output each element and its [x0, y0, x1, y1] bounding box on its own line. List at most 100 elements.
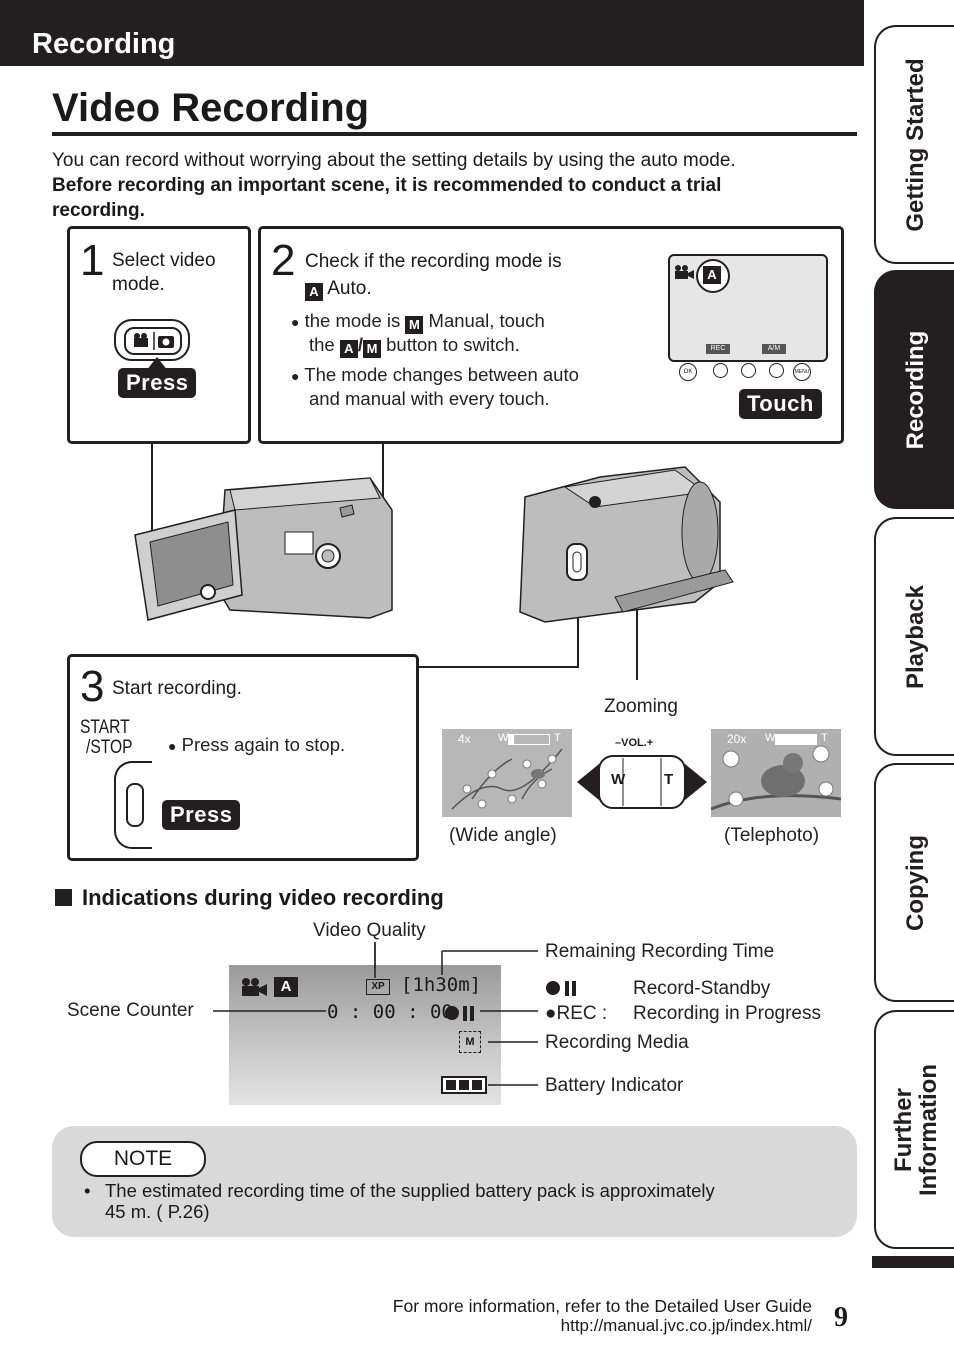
tab-playback[interactable]: Playback — [874, 517, 954, 756]
step-number: 1 — [80, 236, 105, 285]
vol-label: –VOL.+ — [615, 737, 654, 749]
manual-mode-icon: M — [405, 316, 424, 334]
intro-bold-line: recording. — [52, 200, 145, 221]
start-label: START — [80, 717, 130, 738]
bullet-line: ● The mode changes between auto — [291, 364, 579, 385]
start-stop-switch — [126, 783, 144, 827]
tab-getting-started[interactable]: Getting Started — [874, 25, 954, 264]
lcd-screen: A REC A/M — [668, 254, 828, 362]
manual-mode-icon: M — [363, 340, 381, 358]
press-label: Press — [162, 800, 241, 830]
zoom-w: W — [498, 732, 509, 744]
record-standby-label: Record-Standby — [633, 978, 771, 999]
page-number: 9 — [834, 1302, 848, 1333]
bullet-line: ● Press again to stop. — [168, 734, 346, 755]
step-text: Check if the recording mode is — [305, 251, 562, 272]
pointer-arrow-icon — [146, 357, 168, 371]
step-text: Select video — [112, 250, 216, 271]
zoom-w: W — [765, 732, 776, 744]
step-3-box: 3 Start recording. START /STOP ● Press a… — [67, 654, 419, 861]
note-text: The estimated recording time of the supp… — [105, 1180, 715, 1201]
recording-media-label: Recording Media — [545, 1032, 689, 1053]
note-box: NOTE • The estimated recording time of t… — [52, 1126, 857, 1237]
zoom-magnification: 4x — [458, 732, 471, 746]
zoom-bar — [508, 734, 550, 745]
recording-media-icon: M — [459, 1031, 481, 1053]
step-number: 2 — [271, 236, 296, 285]
video-camera-icon — [242, 978, 267, 996]
step-text: Start recording. — [112, 678, 242, 699]
bullet-text: The mode changes between auto — [304, 364, 579, 385]
battery-icon — [441, 1076, 487, 1094]
note-label: NOTE — [80, 1141, 206, 1177]
remaining-time-value: [1h30m] — [401, 974, 482, 996]
touch-button[interactable] — [741, 363, 756, 378]
step-2-box: 2 Check if the recording mode is A Auto.… — [258, 226, 844, 444]
tab-label: Recording — [902, 330, 929, 449]
bullet-line: the A/M button to switch. — [309, 334, 520, 358]
auto-word: Auto. — [327, 278, 372, 299]
start-stop-button[interactable] — [114, 761, 152, 849]
bullet-text: Manual, touch — [428, 310, 545, 331]
wide-angle-label: (Wide angle) — [449, 825, 557, 846]
stop-label: /STOP — [86, 737, 133, 758]
ok-button[interactable]: OK — [679, 363, 697, 381]
touch-label: Touch — [739, 389, 822, 419]
title-rule — [52, 132, 857, 136]
zoom-t-button[interactable]: T — [664, 771, 674, 788]
camcorder-right-illustration — [519, 466, 734, 623]
bullet-line: ● the mode is M Manual, touch — [291, 310, 545, 334]
menu-button[interactable]: MENU — [793, 363, 811, 381]
page-title: Video Recording — [52, 86, 370, 130]
bullet-text: Press again to stop. — [181, 734, 346, 755]
zoom-lever-icon — [577, 755, 707, 809]
am-touch-highlight[interactable]: A — [696, 259, 730, 293]
tab-label: Getting Started — [902, 57, 929, 232]
tab-label: Playback — [902, 584, 929, 689]
tab-recording[interactable]: Recording — [874, 270, 954, 509]
zoom-t: T — [821, 732, 828, 744]
rec-label: ●REC : — [545, 1003, 608, 1024]
auto-mode-icon: A — [305, 283, 323, 301]
touch-button[interactable] — [713, 363, 728, 378]
zoom-bar — [775, 734, 817, 745]
scene-counter-label: Scene Counter — [67, 1000, 194, 1021]
step-text: mode. — [112, 274, 165, 295]
tab-label: Copying — [902, 834, 929, 931]
tab-bottom-bar — [872, 1256, 954, 1268]
remaining-time-label: Remaining Recording Time — [545, 941, 775, 962]
camcorder-left-illustration — [134, 477, 393, 621]
indications-heading: Indications during video recording — [82, 885, 444, 910]
lcd-touch-buttons: OK MENU — [673, 363, 823, 381]
tab-copying[interactable]: Copying — [874, 763, 954, 1002]
auto-mode-icon: A — [274, 977, 298, 997]
auto-mode-line: A Auto. — [305, 278, 372, 301]
zoom-w-button[interactable]: W — [611, 771, 626, 788]
zoom-title: Zooming — [604, 696, 678, 717]
zoom-magnification: 20x — [727, 732, 747, 746]
note-text: 45 m. ( P.26) — [105, 1201, 210, 1222]
note-bullet: • — [84, 1180, 91, 1201]
touch-button[interactable] — [769, 363, 784, 378]
recording-in-progress-label: Recording in Progress — [633, 1003, 821, 1024]
battery-indicator-label: Battery Indicator — [545, 1075, 684, 1096]
bullet-text: and manual with every touch. — [309, 388, 550, 409]
footer-text: For more information, refer to the Detai… — [392, 1296, 812, 1316]
section-header: Recording — [0, 0, 864, 66]
video-photo-icon — [124, 327, 182, 355]
indications-screen: A XP [1h30m] 0 : 00 : 00 M — [229, 965, 501, 1105]
section-title: Recording — [32, 28, 176, 60]
video-mode-button[interactable] — [114, 319, 190, 361]
press-label: Press — [118, 368, 197, 398]
intro-bold-line: Before recording an important scene, it … — [52, 175, 722, 196]
record-standby-icon — [445, 1006, 474, 1021]
zoom-t: T — [554, 732, 561, 744]
wide-angle-image: 4x W T — [442, 729, 572, 817]
bullet-text: the — [309, 334, 335, 355]
auto-mode-icon: A — [339, 340, 358, 358]
footer-url[interactable]: http://manual.jvc.co.jp/index.html/ — [560, 1316, 812, 1335]
am-button[interactable]: A/M — [762, 344, 786, 354]
